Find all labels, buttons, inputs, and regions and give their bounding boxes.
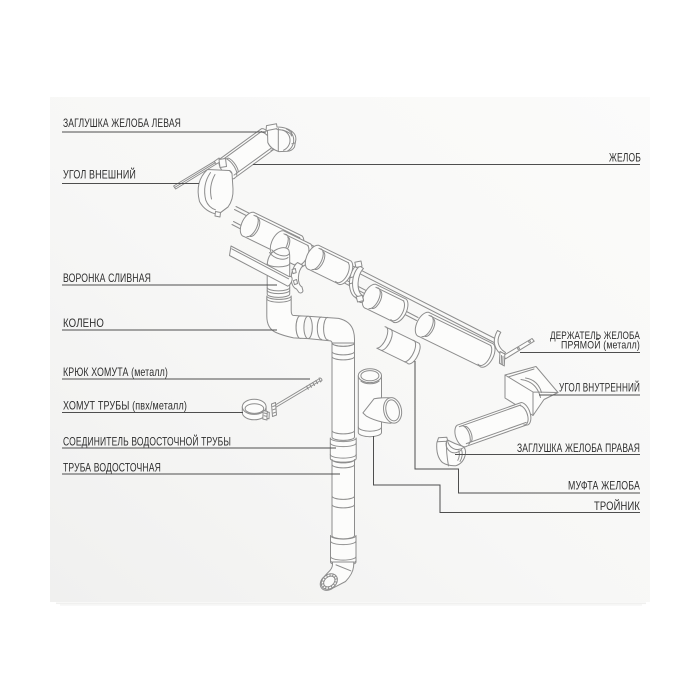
svg-text:УГОЛ ВНУТРЕННИЙ: УГОЛ ВНУТРЕННИЙ xyxy=(559,381,640,395)
svg-text:КОЛЕНО: КОЛЕНО xyxy=(63,316,104,330)
svg-text:ХОМУТ ТРУБЫ (пвх/металл): ХОМУТ ТРУБЫ (пвх/металл) xyxy=(63,399,187,413)
svg-text:КРЮК ХОМУТА (металл): КРЮК ХОМУТА (металл) xyxy=(63,365,168,379)
svg-text:ДЕРЖАТЕЛЬ ЖЕЛОБА: ДЕРЖАТЕЛЬ ЖЕЛОБА xyxy=(550,330,641,342)
svg-text:МУФТА ЖЕЛОБА: МУФТА ЖЕЛОБА xyxy=(568,479,640,493)
svg-text:ТРУБА ВОДОСТОЧНАЯ: ТРУБА ВОДОСТОЧНАЯ xyxy=(63,461,161,475)
svg-text:СОЕДИНИТЕЛЬ ВОДОСТОЧНОЙ ТРУБЫ: СОЕДИНИТЕЛЬ ВОДОСТОЧНОЙ ТРУБЫ xyxy=(63,435,231,449)
svg-text:ЖЕЛОБ: ЖЕЛОБ xyxy=(609,151,641,165)
svg-text:ЗАГЛУШКА ЖЕЛОБА ЛЕВАЯ: ЗАГЛУШКА ЖЕЛОБА ЛЕВАЯ xyxy=(63,116,181,130)
svg-text:ЗАГЛУШКА ЖЕЛОБА ПРАВАЯ: ЗАГЛУШКА ЖЕЛОБА ПРАВАЯ xyxy=(517,441,640,455)
svg-text:ТРОЙНИК: ТРОЙНИК xyxy=(594,499,640,513)
svg-text:ВОРОНКА СЛИВНАЯ: ВОРОНКА СЛИВНАЯ xyxy=(63,271,151,285)
svg-text:ПРЯМОЙ (металл): ПРЯМОЙ (металл) xyxy=(561,339,640,352)
svg-text:УГОЛ ВНЕШНИЙ: УГОЛ ВНЕШНИЙ xyxy=(63,168,136,182)
